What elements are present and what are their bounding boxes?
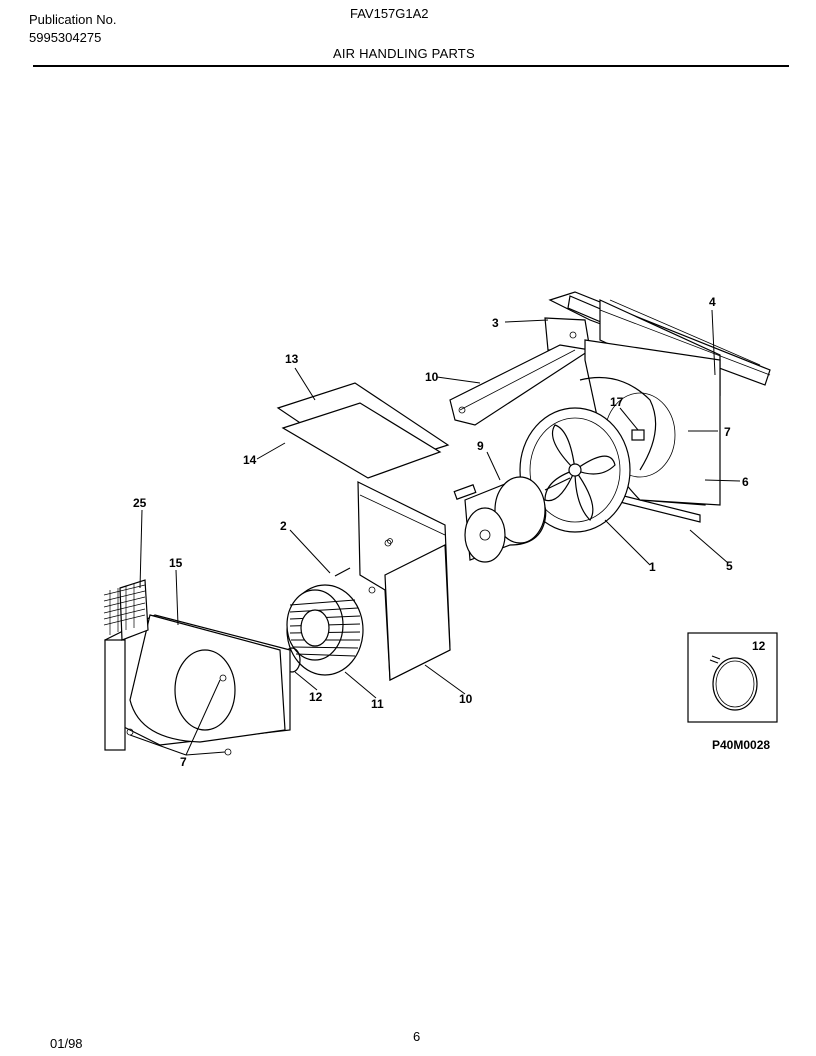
publication-number: 5995304275: [29, 30, 102, 45]
footer-date: 01/98: [50, 1036, 83, 1051]
callout-4: 4: [709, 295, 716, 309]
callout-1: 1: [649, 560, 656, 574]
callout-3: 3: [492, 316, 499, 330]
callout-9: 10: [425, 370, 439, 384]
header-rule: [33, 65, 789, 67]
drawing-code: P40M0028: [712, 738, 770, 752]
blower-scroll: [103, 579, 291, 756]
callout-11: 11: [371, 697, 384, 711]
callout-10: 10: [459, 692, 473, 706]
callout-17: 17: [610, 395, 624, 409]
callout-25: 25: [133, 496, 147, 510]
blower-wheel: [286, 584, 364, 676]
model-number: FAV157G1A2: [350, 6, 429, 21]
page-number: 6: [413, 1029, 421, 1044]
callout-7-right: 7: [724, 425, 731, 439]
section-title: AIR HANDLING PARTS: [333, 46, 475, 61]
callout-13: 13: [285, 352, 299, 366]
inset-label: 12: [752, 639, 766, 653]
callout-15: 15: [169, 556, 183, 570]
screw-parts: [334, 538, 393, 577]
motor: [453, 476, 571, 563]
callout-labels: 3 4 10 13 17 7 9 14 6 25 2 15 1 5 12 11 …: [133, 295, 749, 769]
callout-14: 14: [243, 453, 257, 467]
filter-panels: [276, 382, 450, 479]
callout-2: 2: [280, 519, 287, 533]
callout-5: 5: [726, 559, 733, 573]
fan-blade: [519, 407, 631, 533]
callout-8: 9: [477, 439, 484, 453]
callout-12: 12: [309, 690, 323, 704]
callout-7-left: 7: [180, 755, 187, 769]
publication-label: Publication No.: [29, 12, 117, 27]
callout-6: 6: [742, 475, 749, 489]
inset-detail-box: 12: [687, 632, 778, 723]
leader-lines: [129, 309, 741, 756]
partition-panel: [357, 481, 451, 681]
